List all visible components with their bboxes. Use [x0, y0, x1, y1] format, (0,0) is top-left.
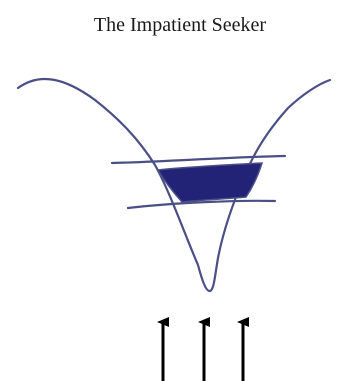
upward-arrows — [163, 322, 243, 381]
lower-band-line — [128, 201, 275, 208]
upper-band-line — [112, 156, 285, 163]
filled-region — [158, 163, 262, 202]
